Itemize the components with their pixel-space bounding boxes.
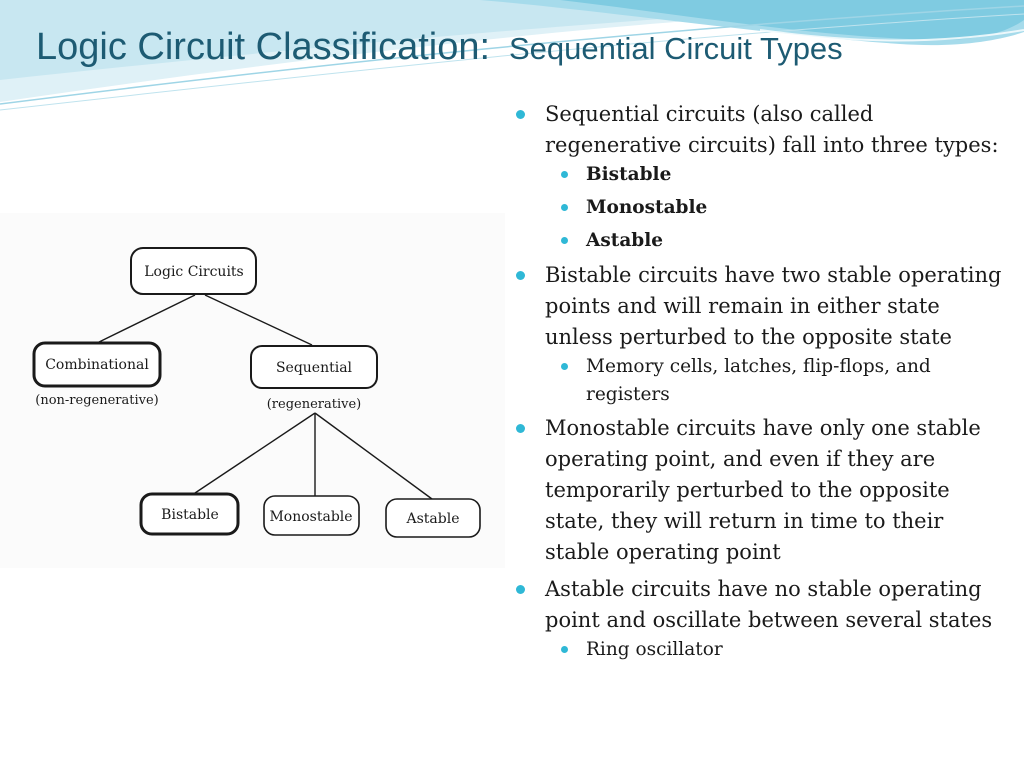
header-wave-decoration — [0, 0, 1024, 111]
bullet-astable-description: Astable circuits have no stable operatin… — [512, 574, 1012, 664]
node-combinational-note: (non-regenerative) — [35, 393, 158, 408]
title-subtitle: Sequential Circuit Types — [508, 31, 843, 66]
bullet-bistable-description: Bistable circuits have two stable operat… — [512, 260, 1012, 409]
sub-bullet-text: Ring oscillator — [586, 639, 723, 660]
sub-bullet-text: Astable — [586, 230, 664, 251]
bullet-content: Sequential circuits (also called regener… — [512, 99, 1012, 668]
sub-bullet-astable: Astable — [545, 227, 1012, 255]
sub-bullet-list: Ring oscillator — [545, 636, 1012, 664]
bullet-text: Monostable circuits have only one stable… — [545, 416, 981, 564]
node-logic-circuits-box — [130, 247, 257, 295]
node-bistable-box — [139, 492, 240, 536]
sub-bullet-text: Memory cells, latches, flip-flops, and r… — [586, 356, 931, 405]
bullet-text: Sequential circuits (also called regener… — [545, 102, 999, 157]
bullet-dot-icon — [516, 110, 525, 119]
bullet-dot-icon — [561, 204, 568, 211]
classification-diagram: Logic Circuits Combinational (non-regene… — [0, 213, 505, 568]
node-sequential-box — [250, 345, 378, 389]
sub-bullet-monostable: Monostable — [545, 194, 1012, 222]
bullet-dot-icon — [561, 171, 568, 178]
slide-title: Logic Circuit Classification: Sequential… — [36, 26, 843, 69]
sub-bullet-memory-cells: Memory cells, latches, flip-flops, and r… — [545, 353, 1012, 409]
sub-bullet-ring-oscillator: Ring oscillator — [545, 636, 1012, 664]
sub-bullet-text: Bistable — [586, 164, 672, 185]
node-logic-circuits: Logic Circuits — [144, 264, 243, 280]
bullet-dot-icon — [516, 424, 525, 433]
sub-bullet-text: Monostable — [586, 197, 708, 218]
bullet-sequential-types: Sequential circuits (also called regener… — [512, 99, 1012, 255]
bullet-dot-icon — [516, 585, 525, 594]
bullet-list: Sequential circuits (also called regener… — [512, 99, 1012, 664]
node-monostable-box — [263, 495, 360, 536]
node-astable: Astable — [406, 511, 460, 527]
bullet-dot-icon — [561, 363, 568, 370]
node-combinational-box — [32, 341, 162, 388]
sub-bullet-list: Memory cells, latches, flip-flops, and r… — [545, 353, 1012, 409]
node-sequential: Sequential — [276, 360, 353, 376]
title-main: Logic Circuit Classification: — [36, 26, 491, 68]
node-combinational: Combinational — [45, 357, 149, 373]
sub-bullet-bistable: Bistable — [545, 161, 1012, 189]
sub-bullet-list: Bistable Monostable Astable — [545, 161, 1012, 255]
bullet-text: Astable circuits have no stable operatin… — [545, 577, 993, 632]
bullet-dot-icon — [516, 271, 525, 280]
node-bistable: Bistable — [161, 507, 219, 523]
bullet-dot-icon — [561, 237, 568, 244]
node-astable-box — [385, 498, 481, 538]
bullet-dot-icon — [561, 646, 568, 653]
node-sequential-note: (regenerative) — [267, 397, 362, 412]
bullet-monostable-description: Monostable circuits have only one stable… — [512, 413, 1012, 568]
bullet-text: Bistable circuits have two stable operat… — [545, 263, 1002, 349]
node-monostable: Monostable — [269, 509, 352, 525]
